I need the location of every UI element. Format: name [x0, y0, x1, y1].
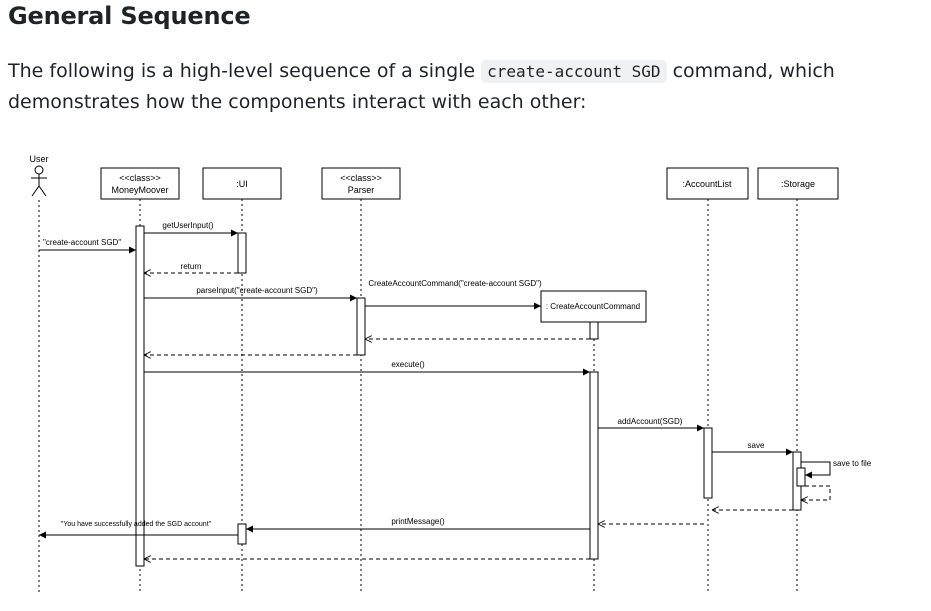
user-actor: User	[29, 154, 49, 197]
msg-get-user-input-label: getUserInput()	[162, 221, 213, 230]
msg-user-input-label: "create-account SGD"	[43, 238, 121, 247]
participant-parser-stereotype: <<class>>	[340, 173, 382, 183]
msg-success-output-label: "You have successfully added the SGD acc…	[61, 521, 212, 528]
user-actor-leg-left	[31, 185, 40, 197]
activation-moneymoover	[135, 225, 145, 567]
msg-parse-input-label: parseInput("create-account SGD")	[196, 286, 318, 295]
participant-moneymoover-name: MoneyMoover	[111, 185, 168, 195]
activation-command	[589, 371, 599, 560]
participant-command: : CreateAccountCommand	[540, 290, 647, 323]
participant-ui-box	[202, 167, 282, 200]
participant-moneymoover-box	[100, 167, 180, 200]
msg-save-to-file-arrow	[801, 461, 831, 479]
participant-storage: :Storage	[757, 167, 839, 200]
activation-storage-nested	[796, 467, 806, 487]
msg-print-message-label: printMessage()	[391, 517, 445, 526]
participant-command-name: : CreateAccountCommand	[546, 302, 640, 311]
page-heading: General Sequence	[8, 2, 251, 30]
msg-execute-label: execute()	[391, 360, 425, 369]
participant-ui: :UI	[202, 167, 282, 200]
user-actor-leg-right	[38, 185, 47, 197]
participant-parser: <<class>> Parser	[321, 167, 401, 200]
participant-storage-name: :Storage	[781, 179, 815, 189]
intro-text-before: The following is a high-level sequence o…	[8, 60, 482, 82]
msg-add-account-label: addAccount(SGD)	[618, 417, 683, 426]
participant-command-box	[540, 290, 647, 323]
participant-storage-box	[757, 167, 839, 200]
participant-ui-name: :UI	[236, 179, 248, 189]
participant-accountlist: :AccountList	[666, 167, 749, 200]
msg-save-to-file-return-arrow	[801, 485, 831, 500]
intro-paragraph: The following is a high-level sequence o…	[8, 56, 908, 118]
activation-command-small	[589, 321, 599, 340]
participant-moneymoover: <<class>> MoneyMoover	[100, 167, 180, 200]
participant-moneymoover-stereotype: <<class>>	[119, 173, 161, 183]
activation-ui-2	[237, 523, 247, 545]
activation-accountlist	[703, 427, 713, 499]
participant-accountlist-box	[666, 167, 749, 200]
participant-accountlist-name: :AccountList	[682, 179, 732, 189]
intro-text-after: command, which demonstrates how the comp…	[8, 60, 835, 113]
participant-parser-name: Parser	[348, 185, 375, 195]
user-actor-label: User	[29, 154, 48, 164]
msg-create-command-label: CreateAccountCommand("create-account SGD…	[368, 279, 542, 288]
user-actor-head	[34, 165, 44, 175]
activation-ui-1	[237, 232, 247, 274]
msg-return-label: return	[181, 262, 202, 271]
participant-parser-box	[321, 167, 401, 200]
activation-parser	[356, 297, 366, 356]
inline-code: create-account SGD	[481, 60, 667, 83]
msg-save-label: save	[748, 441, 765, 450]
msg-save-to-file-label: save to file	[833, 459, 872, 468]
